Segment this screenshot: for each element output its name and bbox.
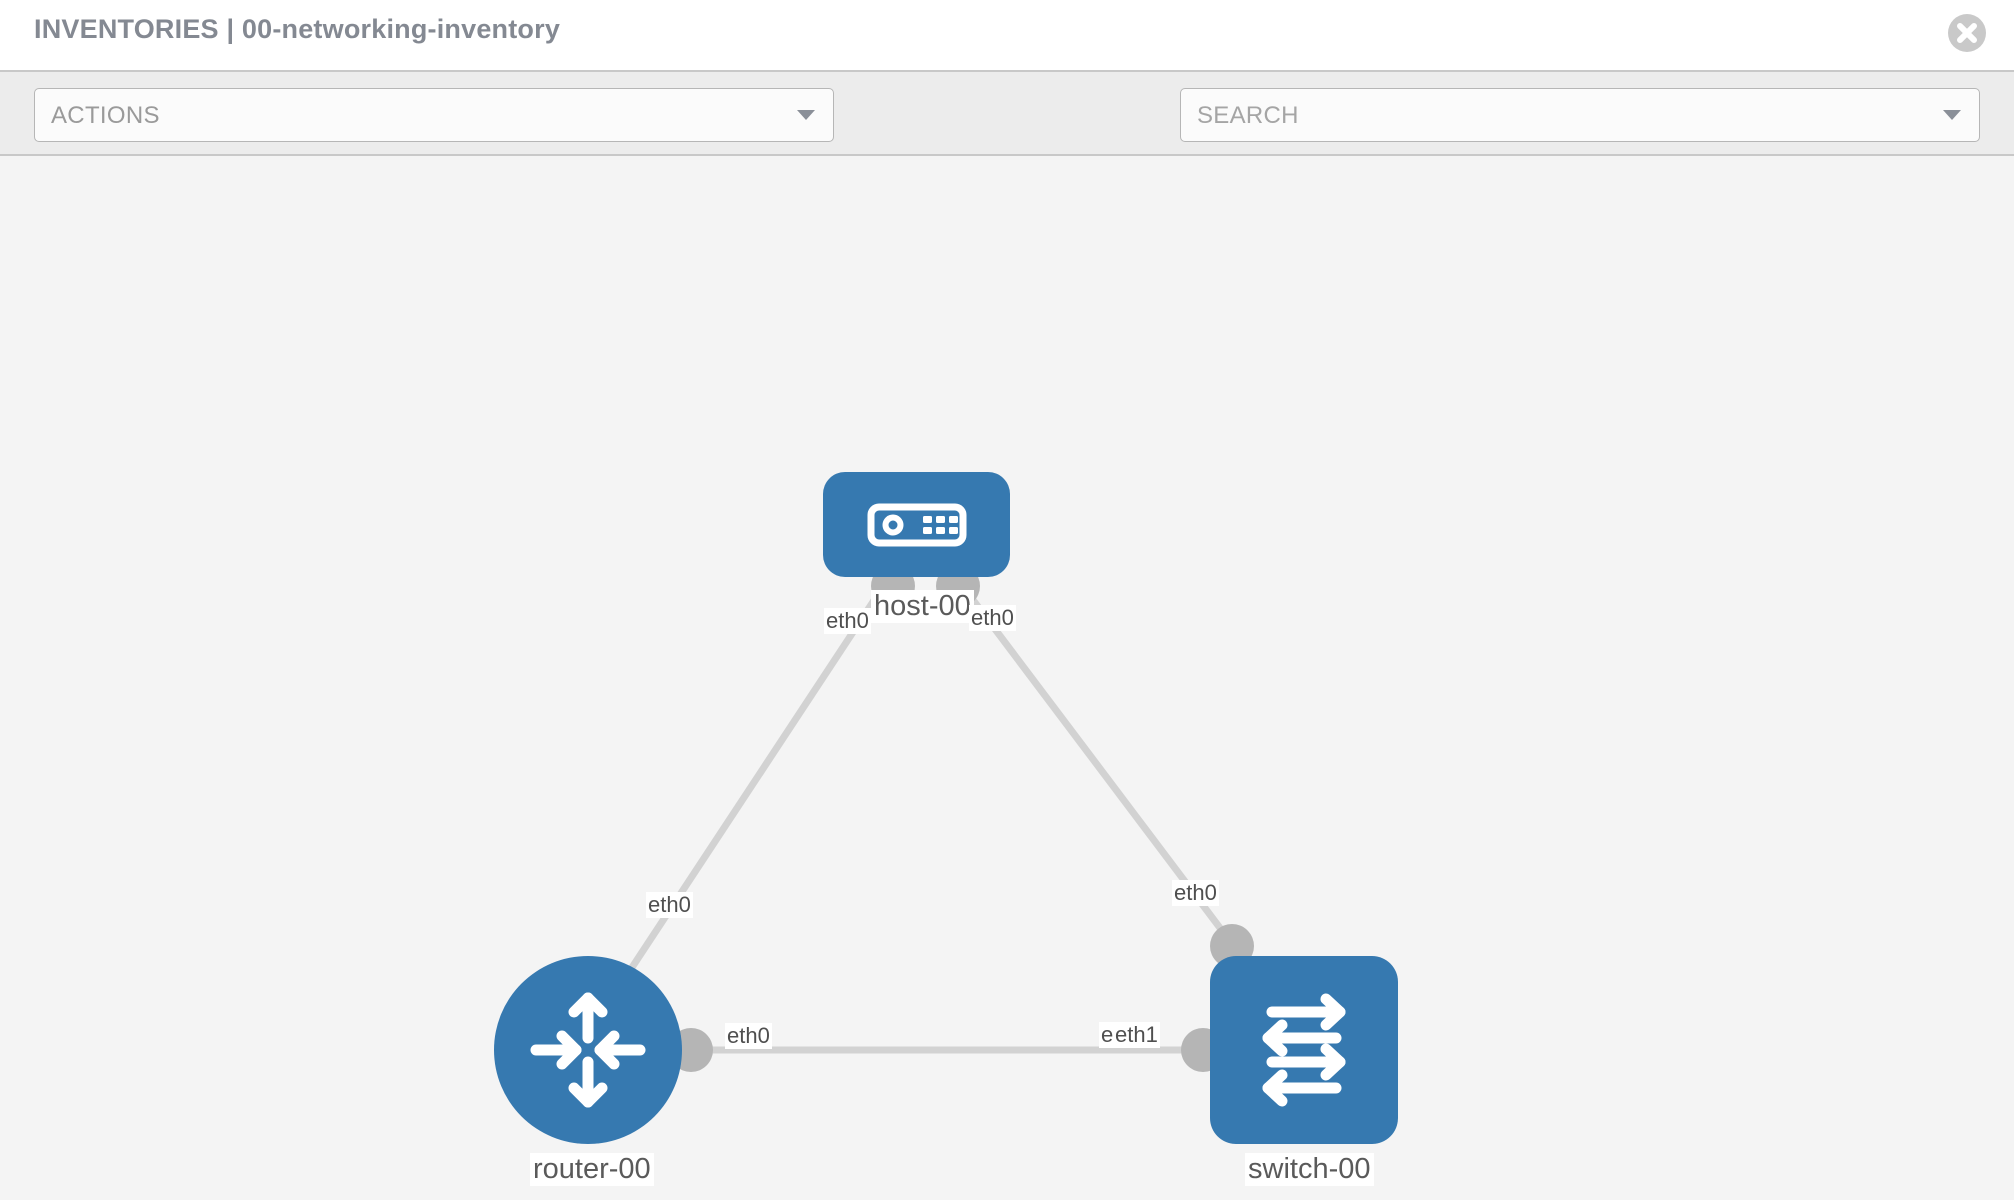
node-switch-00[interactable]: [1210, 956, 1398, 1144]
topology-links: [597, 564, 1278, 1072]
edge-label-router-mid: eth0: [725, 1023, 772, 1049]
topology-canvas[interactable]: host-00 router-00 switch-00 eth0 eth0 et…: [0, 156, 2014, 1200]
router-arrows-icon: [530, 992, 646, 1108]
node-label-switch-00: switch-00: [1245, 1153, 1374, 1186]
port-markers: [669, 564, 1254, 1072]
chevron-down-icon: [797, 110, 815, 120]
node-host-00[interactable]: [823, 472, 1010, 577]
actions-dropdown-label: ACTIONS: [51, 102, 160, 129]
actions-dropdown[interactable]: ACTIONS: [34, 88, 834, 142]
search-input[interactable]: SEARCH: [1180, 88, 1980, 142]
node-label-router-00: router-00: [530, 1153, 654, 1186]
node-label-host-00: host-00: [871, 590, 974, 623]
switch-arrows-icon: [1262, 993, 1346, 1107]
search-placeholder: SEARCH: [1197, 102, 1299, 129]
edge-label-switch-mid-over: eth1: [1113, 1022, 1160, 1048]
edge-label-switch-uplink: eth0: [1172, 880, 1219, 906]
toolbar: ACTIONS SEARCH: [0, 70, 2014, 195]
close-icon[interactable]: [1948, 14, 1986, 52]
node-router-00[interactable]: [494, 956, 682, 1144]
edge-label-host-left: eth0: [824, 608, 871, 634]
edge-label-host-right: eth0: [969, 605, 1016, 631]
page-header: INVENTORIES | 00-networking-inventory: [0, 0, 2014, 70]
link-host-router: [597, 574, 893, 1018]
edge-label-router-uplink: eth0: [646, 892, 693, 918]
chevron-down-icon[interactable]: [1943, 110, 1961, 120]
server-icon: [867, 503, 966, 546]
page-title: INVENTORIES | 00-networking-inventory: [34, 14, 561, 44]
